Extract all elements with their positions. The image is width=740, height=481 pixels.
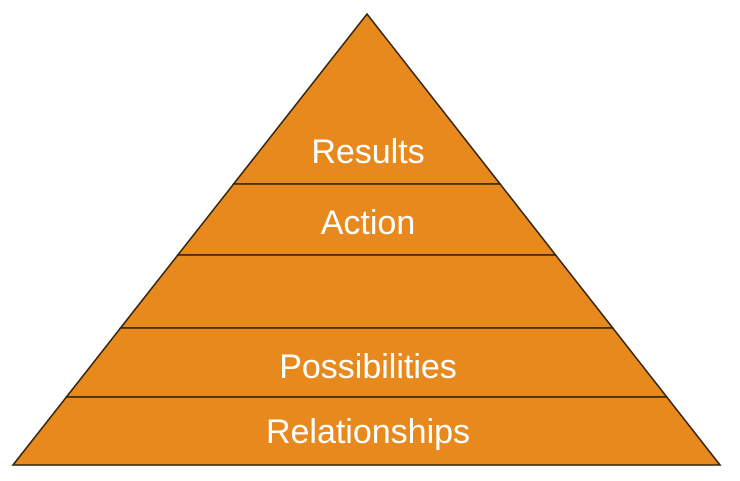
pyramid-label-relationships: Relationships xyxy=(266,413,470,451)
pyramid-tier-relationships xyxy=(11,396,722,466)
pyramid-label-possibilities: Possibilities xyxy=(279,348,457,386)
pyramid-label-results: Results xyxy=(311,133,424,171)
pyramid-tier-blank xyxy=(118,254,615,329)
pyramid-label-action: Action xyxy=(321,204,416,242)
